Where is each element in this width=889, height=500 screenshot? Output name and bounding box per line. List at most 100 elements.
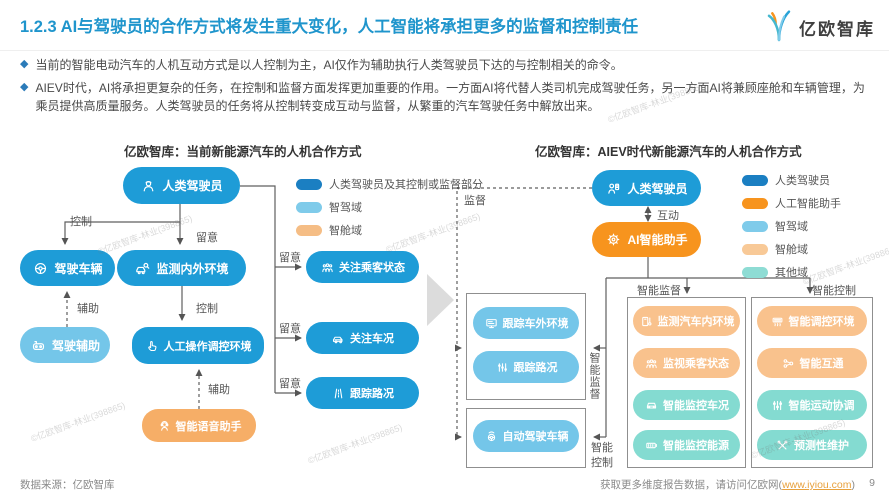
car-search-icon bbox=[134, 260, 151, 277]
node-auto-drive: 自动驾驶车辆 bbox=[473, 420, 579, 452]
left-diagram-title: 亿欧智库：当前新能源汽车的人机合作方式 bbox=[124, 145, 362, 159]
right-legend: 人类驾驶员 人工智能助手 智驾域 智舱域 其他域 bbox=[742, 172, 841, 287]
node-label: 智能互通 bbox=[799, 358, 844, 370]
legend-item: 智驾域 bbox=[742, 218, 841, 234]
iyiou-link[interactable]: www.iyiou.com bbox=[782, 479, 852, 491]
edge-label-interact: 互动 bbox=[657, 210, 679, 222]
node-label: 驾驶车辆 bbox=[54, 261, 103, 276]
watermark: ©亿欧智库-林业(398865) bbox=[29, 400, 127, 444]
legend-label: 人类驾驶员 bbox=[775, 175, 830, 187]
page-title: 1.2.3 AI与驾驶员的合作方式将发生重大变化，人工智能将承担更多的监督和控制… bbox=[20, 18, 639, 36]
node-label: 人类驾驶员 bbox=[627, 181, 688, 196]
car-icon bbox=[331, 331, 346, 346]
node-label: 智能调控环境 bbox=[788, 316, 855, 328]
legend-swatch bbox=[742, 243, 768, 255]
legend-label: 人工智能助手 bbox=[775, 198, 841, 210]
auto-steering-icon bbox=[484, 429, 499, 444]
crossed-tools-icon bbox=[775, 438, 790, 453]
page-number: 9 bbox=[869, 477, 875, 489]
edge-label-assist: 辅助 bbox=[208, 384, 230, 396]
footer-note-text: ) bbox=[851, 479, 856, 491]
company-logo: 亿欧智库 bbox=[764, 8, 875, 47]
legend-label: 智驾域 bbox=[775, 221, 808, 233]
edge-label-smart-supervise: 智能监督 bbox=[637, 285, 681, 297]
road-icon bbox=[331, 386, 346, 401]
node-monitor-cabin: 监测汽车内环境 bbox=[633, 306, 740, 336]
controller-icon bbox=[30, 337, 47, 354]
data-source: 数据来源：亿欧智库 bbox=[20, 479, 115, 491]
node-drive-vehicle: 驾驶车辆 bbox=[20, 250, 115, 286]
logo-text: 亿欧智库 bbox=[799, 20, 875, 39]
footer-note-text: 获取更多维度报告数据，请访问亿欧网( bbox=[600, 479, 783, 491]
transition-arrow-icon bbox=[427, 274, 454, 326]
node-human-driver-right: 人类驾驶员 bbox=[592, 170, 701, 206]
node-label: 监测汽车内环境 bbox=[657, 316, 735, 328]
edge-label-attend: 留意 bbox=[279, 323, 301, 335]
legend-swatch bbox=[742, 174, 768, 186]
node-label: 人工操作调控环境 bbox=[163, 340, 252, 353]
legend-label: 人类驾驶员及其控制或监督部分 bbox=[329, 179, 483, 191]
driver-icon bbox=[140, 177, 157, 194]
legend-swatch bbox=[296, 178, 322, 190]
node-label: AI智能助手 bbox=[627, 233, 688, 247]
steering-wheel-icon bbox=[32, 260, 49, 277]
legend-item: 人类驾驶员及其控制或监督部分 bbox=[296, 176, 483, 192]
bullet-item: ◆ 当前的智能电动汽车的人机互动方式是以人控制为主，AI仅作为辅助执行人类驾驶员… bbox=[20, 56, 866, 74]
edge-label-assist: 辅助 bbox=[77, 303, 99, 315]
bullet-text: 当前的智能电动汽车的人机互动方式是以人控制为主，AI仅作为辅助执行人类驾驶员下达… bbox=[35, 58, 623, 72]
battery-icon bbox=[644, 438, 659, 453]
share-network-icon bbox=[781, 356, 796, 371]
edge-label-control: 控制 bbox=[70, 216, 92, 228]
node-ai-assistant: AI智能助手 bbox=[592, 222, 701, 257]
node-label: 自动驾驶车辆 bbox=[502, 431, 569, 443]
driver-panel-icon bbox=[605, 180, 622, 197]
node-monitor-env: 监测内外环境 bbox=[117, 250, 246, 286]
node-track-road: 跟踪路况 bbox=[306, 377, 419, 409]
edge-label-smart-supervise-vertical: 智能监督 bbox=[588, 352, 600, 400]
node-label: 驾驶辅助 bbox=[51, 338, 100, 353]
node-label: 人类驾驶员 bbox=[162, 179, 223, 193]
sliders-icon bbox=[770, 398, 785, 413]
screen-icon bbox=[484, 316, 499, 331]
hand-pointer-icon bbox=[145, 338, 160, 353]
node-smart-connect: 智能互通 bbox=[757, 348, 867, 378]
legend-swatch bbox=[742, 197, 768, 209]
edge-label-smart-control: 智能控制 bbox=[812, 285, 856, 297]
node-voice-assistant: 智能语音助手 bbox=[142, 409, 256, 442]
header: 1.2.3 AI与驾驶员的合作方式将发生重大变化，人工智能将承担更多的监督和控制… bbox=[0, 0, 889, 51]
car-front-icon bbox=[644, 398, 659, 413]
diamond-bullet-icon: ◆ bbox=[20, 58, 29, 70]
right-diagram-title: 亿欧智库：AIEV时代新能源汽车的人机合作方式 bbox=[535, 145, 802, 159]
node-label: 智能监控能源 bbox=[663, 440, 729, 452]
diamond-bullet-icon: ◆ bbox=[20, 81, 29, 93]
node-motion-coord: 智能运动协调 bbox=[757, 390, 867, 420]
headset-person-icon bbox=[157, 418, 172, 433]
node-smart-env: 智能调控环境 bbox=[757, 306, 867, 336]
legend-swatch bbox=[742, 266, 768, 278]
door-thermometer-icon bbox=[639, 314, 654, 329]
edge-label-attend: 留意 bbox=[279, 252, 301, 264]
node-label: 智能语音助手 bbox=[175, 420, 242, 433]
node-label: 跟踪车外环境 bbox=[502, 318, 569, 330]
node-watch-vehicle: 关注车况 bbox=[306, 322, 419, 354]
node-label: 智能监控车况 bbox=[663, 400, 729, 412]
summary-bullets: ◆ 当前的智能电动汽车的人机互动方式是以人控制为主，AI仅作为辅助执行人类驾驶员… bbox=[20, 56, 866, 120]
node-manual-env: 人工操作调控环境 bbox=[132, 327, 264, 364]
node-label: 关注车况 bbox=[350, 333, 394, 345]
people-icon bbox=[644, 356, 659, 371]
node-label: 跟踪路况 bbox=[513, 362, 558, 374]
node-watch-passengers: 关注乘客状态 bbox=[306, 251, 419, 283]
node-monitor-vehicle: 智能监控车况 bbox=[633, 390, 740, 420]
edge-label-attend: 留意 bbox=[279, 378, 301, 390]
air-vent-icon bbox=[770, 314, 785, 329]
robot-icon bbox=[605, 231, 622, 248]
legend-swatch bbox=[296, 201, 322, 213]
node-label: 智能运动协调 bbox=[788, 400, 855, 412]
logo-y-icon bbox=[764, 8, 794, 47]
traffic-columns-icon bbox=[495, 360, 510, 375]
node-label: 监测内外环境 bbox=[156, 261, 229, 276]
node-monitor-passengers: 监视乘客状态 bbox=[633, 348, 740, 378]
node-label: 关注乘客状态 bbox=[339, 262, 405, 274]
